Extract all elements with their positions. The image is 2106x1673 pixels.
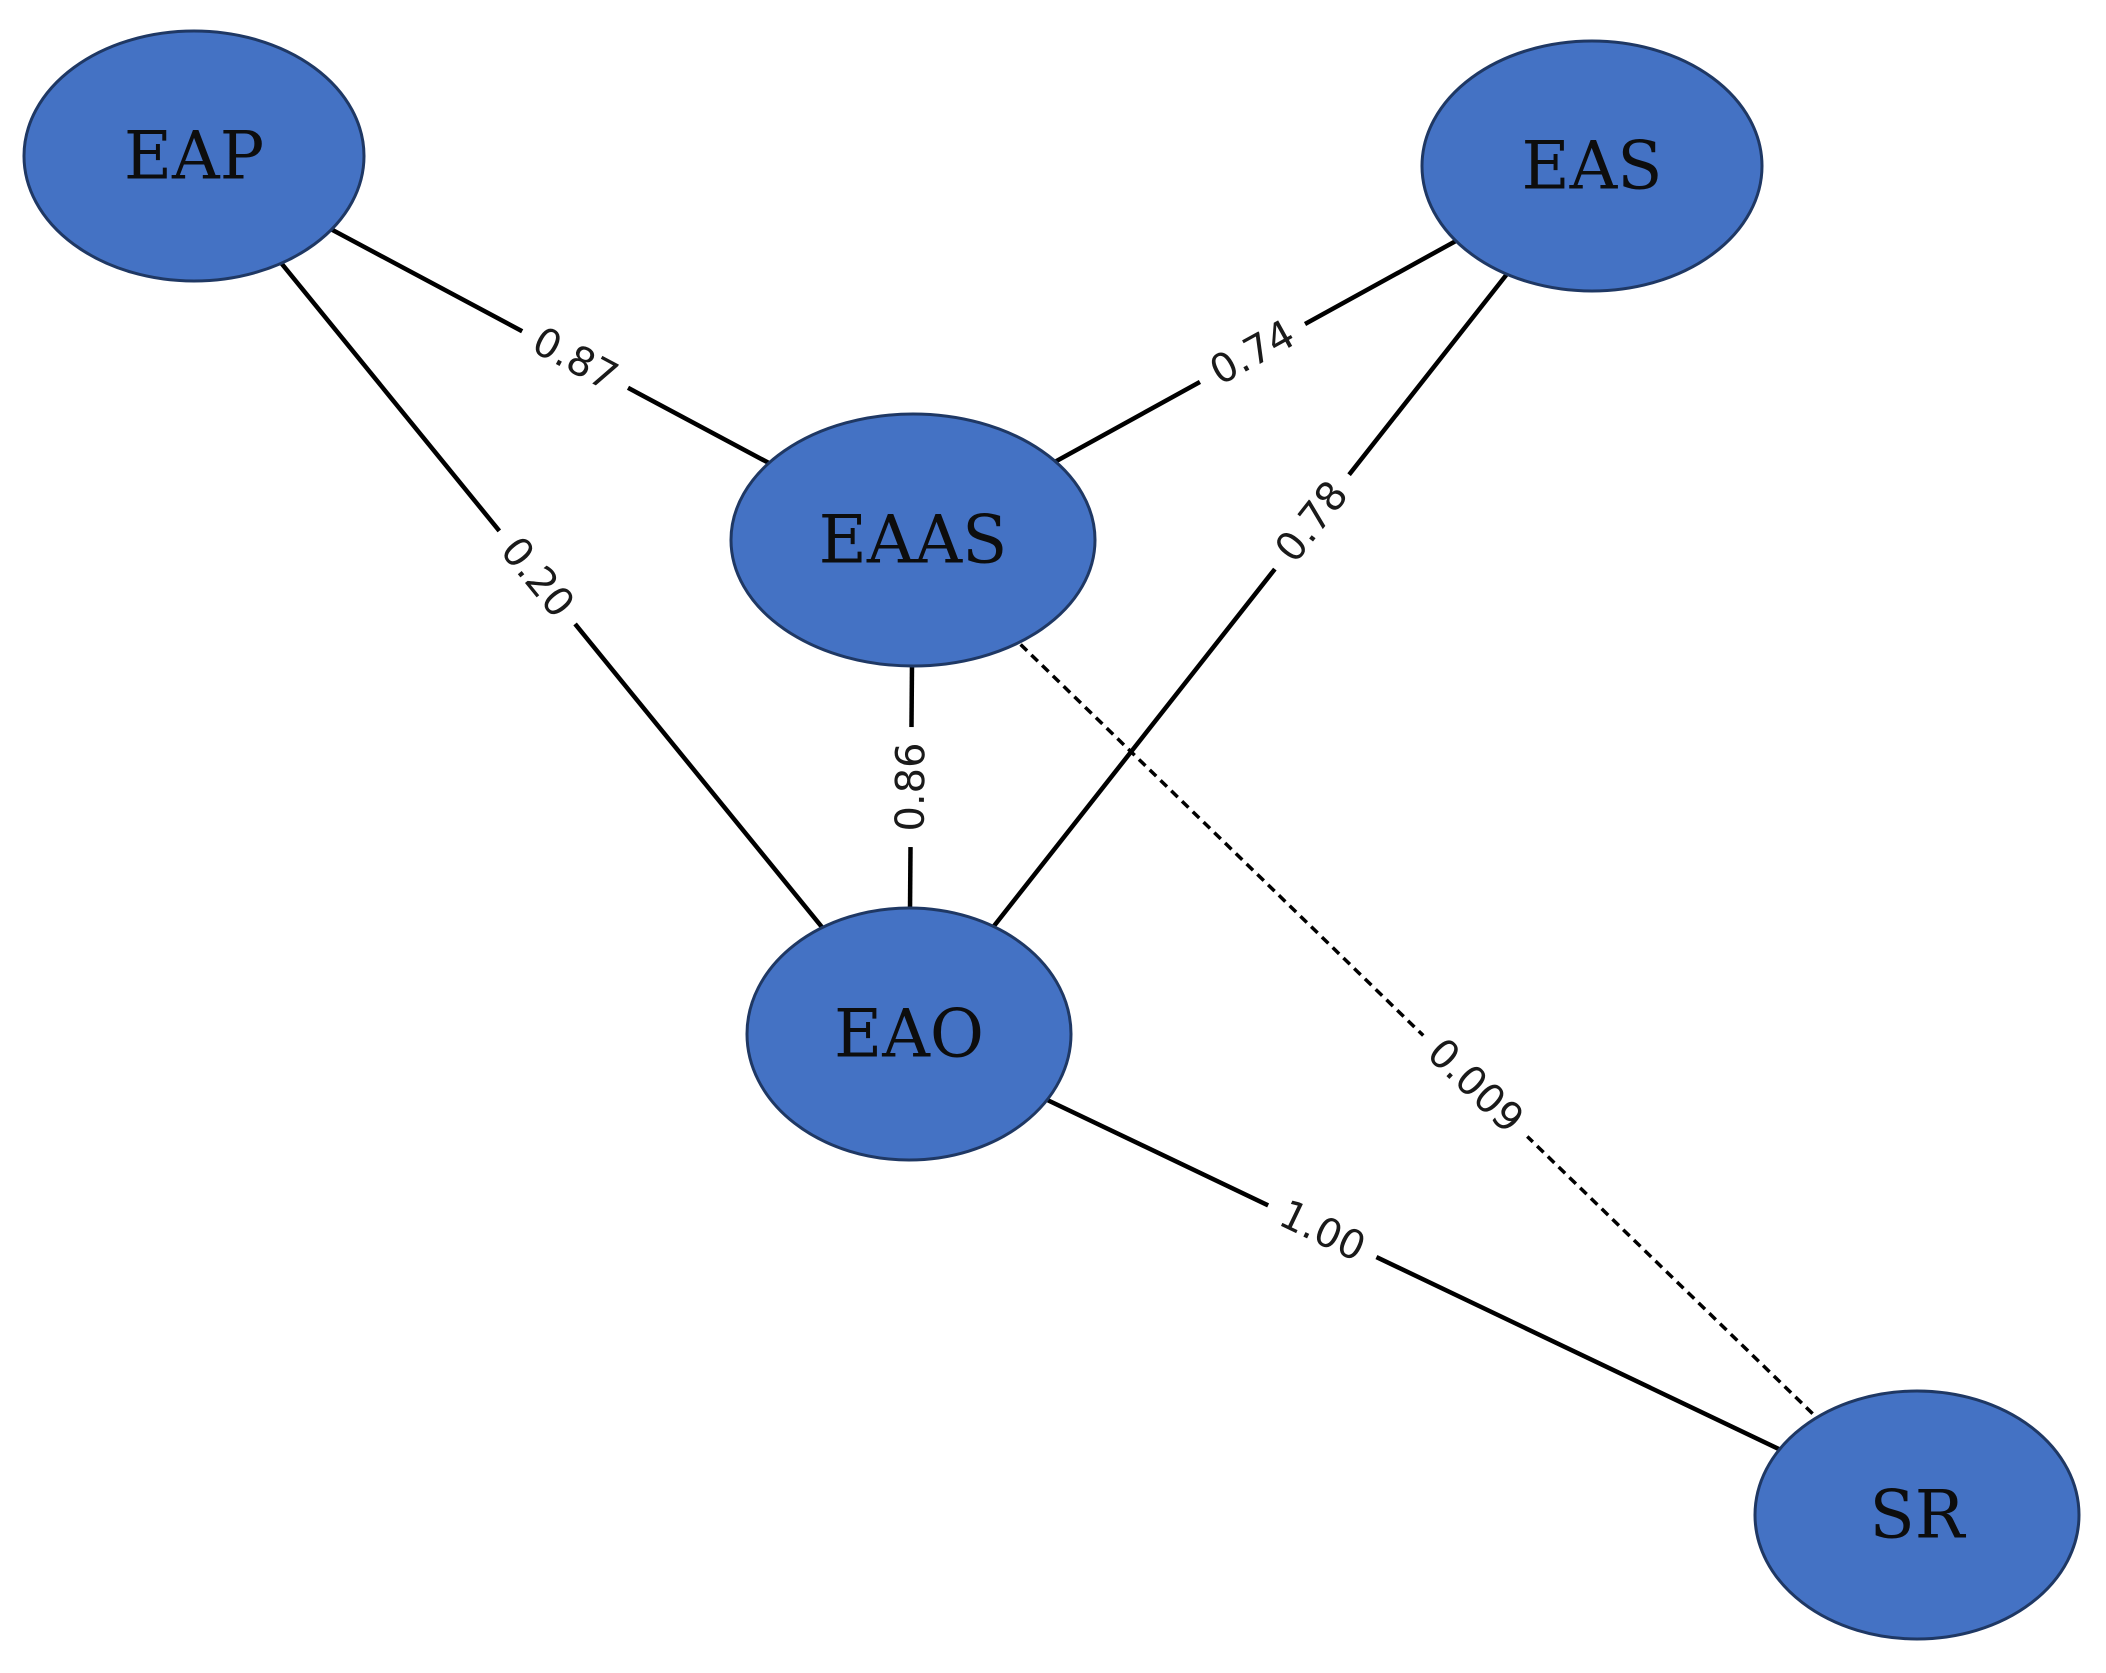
node-label: EAO	[834, 996, 984, 1073]
edge-label-background	[1405, 1016, 1546, 1156]
edge-label-group-eaas-sr: 0.009	[1405, 1016, 1546, 1156]
edge-eas-eao: 0.78	[907, 164, 1594, 1036]
edges-layer: 0.87 0.74 0.20 0.78 0.86 1.00 0.009	[192, 154, 1919, 1518]
edge-label-background	[1187, 301, 1318, 405]
edge-line-eao-sr	[908, 1031, 1918, 1518]
node-label: EAAS	[819, 502, 1008, 579]
node-eas: EAS	[1420, 39, 1764, 293]
node-sr: SR	[1753, 1389, 2081, 1641]
edge-weight-label: 0.009	[1418, 1030, 1532, 1143]
edge-label-background	[509, 308, 641, 411]
edge-label-group-eap-eao: 0.20	[479, 514, 596, 641]
edge-label-background	[1256, 1181, 1388, 1281]
node-eaas: EAAS	[729, 412, 1097, 668]
edge-label-group-eas-eao: 0.78	[1254, 458, 1370, 586]
node-ellipse	[1753, 1389, 2081, 1641]
edge-line-eaas-sr	[911, 538, 1919, 1517]
edge-weight-label: 0.86	[888, 742, 935, 831]
edge-label-group-eao-sr: 1.00	[1256, 1181, 1388, 1281]
node-label: SR	[1870, 1477, 1967, 1554]
node-label: EAS	[1521, 128, 1662, 205]
nodes-layer: EAP EAS EAAS EAO SR	[22, 29, 2081, 1641]
node-ellipse	[729, 412, 1097, 668]
edge-label-background	[1254, 458, 1370, 586]
edge-label-group-eap-eaas: 0.87	[509, 308, 641, 411]
node-eao: EAO	[745, 906, 1073, 1162]
edge-line-eas-eao	[907, 164, 1594, 1036]
edge-label-background	[884, 726, 938, 848]
node-label: EAP	[124, 118, 264, 195]
edge-label-group-eas-eaas: 0.74	[1187, 301, 1318, 405]
edge-label-background	[479, 514, 596, 641]
node-ellipse	[745, 906, 1073, 1162]
node-eap: EAP	[22, 29, 366, 283]
node-ellipse	[1420, 39, 1764, 293]
edge-eao-sr: 1.00	[908, 1031, 1918, 1518]
node-ellipse	[22, 29, 366, 283]
edge-label-group-eaas-eao: 0.86	[884, 726, 938, 848]
